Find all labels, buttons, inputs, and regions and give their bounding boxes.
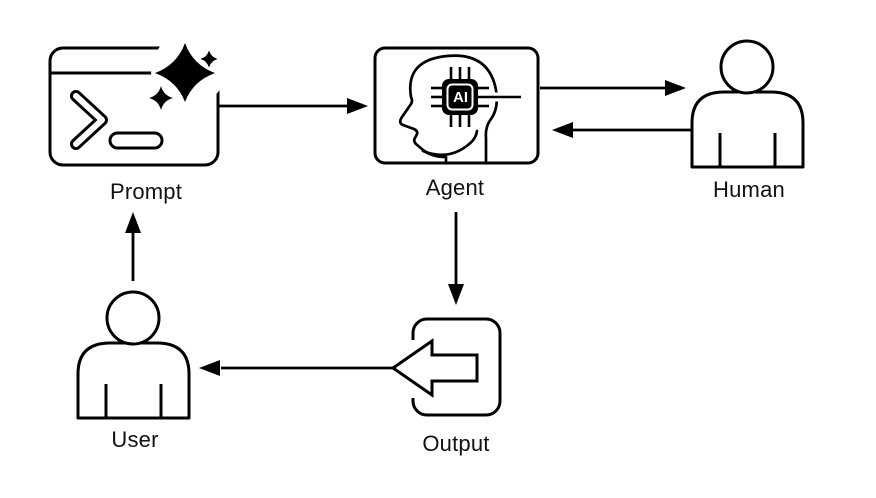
head-profile-icon [398,54,499,165]
arrow-agent-to-output [448,212,464,305]
sparkle-icon [146,39,220,113]
human-node-icon [690,39,805,169]
user-node-icon [76,290,191,420]
arrow-user-to-prompt [125,212,141,281]
output-label: Output [422,431,490,456]
prompt-label: Prompt [109,179,183,204]
arrow-output-to-user [199,360,394,376]
agent-label: Agent [425,175,485,200]
terminal-cursor-icon [108,131,164,150]
prompt-node-icon [48,31,227,167]
ai-chip-icon: AI [442,79,478,115]
chip-pins [431,67,521,127]
export-arrow-icon [390,338,479,398]
user-label: User [111,427,159,452]
human-label: Human [713,177,785,202]
arrow-prompt-to-agent [218,98,368,114]
agent-node-icon: AI [373,46,540,165]
output-node-icon [390,317,502,417]
chip-text: AI [453,89,468,106]
arrow-human-to-agent [552,122,693,138]
arrow-agent-to-human [540,80,686,96]
